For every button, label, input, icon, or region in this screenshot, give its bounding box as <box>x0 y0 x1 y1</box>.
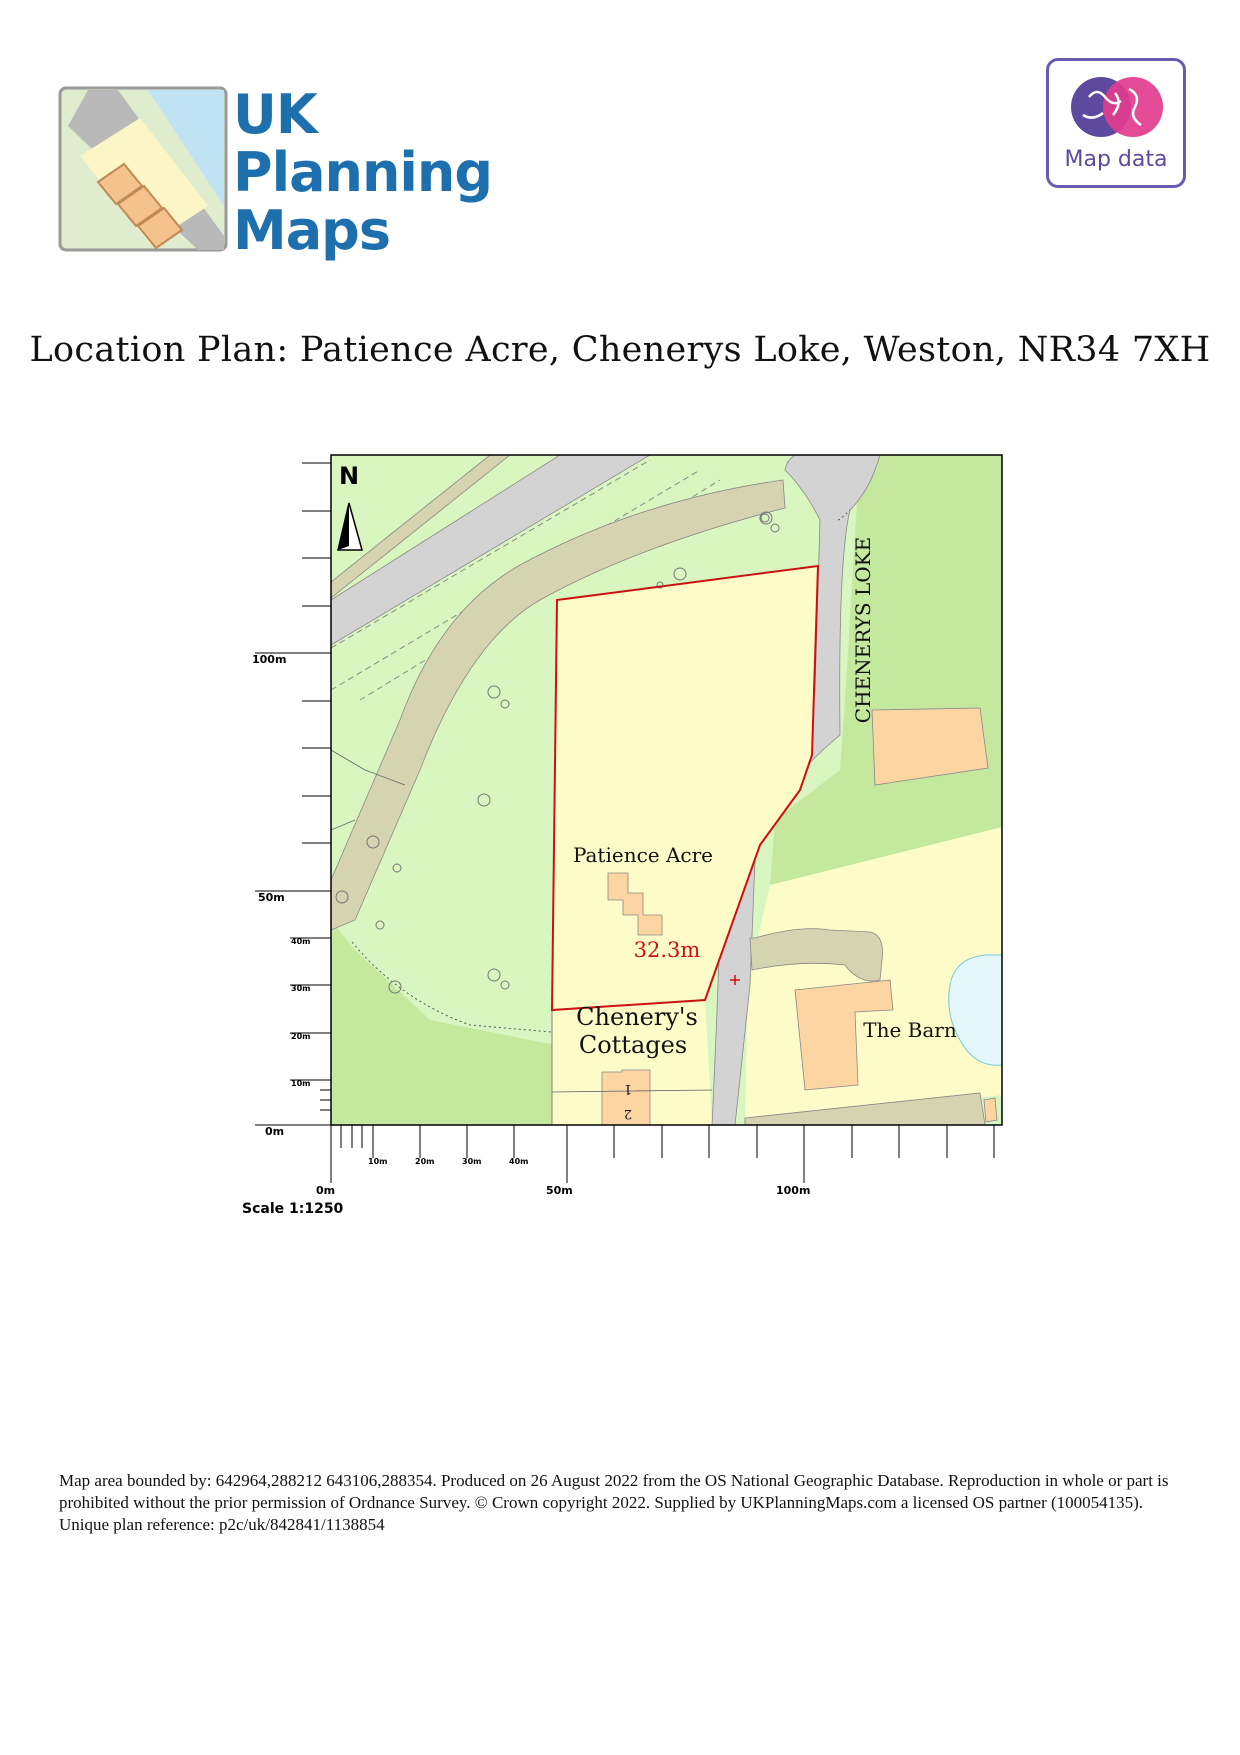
left-label-10m: 10m <box>291 1079 310 1088</box>
map-canvas: N Patience Acre 32.3m CHENERYS LOKE Chen… <box>331 455 1002 1125</box>
logo-wordmark: UK Planning Maps <box>233 83 493 262</box>
dark-grass-sw <box>331 920 555 1125</box>
os-map-data-badge: Map data <box>1046 58 1186 188</box>
left-label-30m: 30m <box>291 984 310 993</box>
left-label-0m: 0m <box>265 1125 284 1138</box>
building-small-se <box>983 1097 998 1123</box>
south-track <box>744 1092 986 1125</box>
main-road <box>331 455 651 646</box>
left-scale <box>255 462 331 1126</box>
left-label-100m: 100m <box>252 653 286 666</box>
bottom-scale <box>330 1125 995 1183</box>
plot-boundaries <box>331 749 713 1125</box>
site-boundary <box>550 564 820 1012</box>
os-logo-icon <box>1071 77 1163 137</box>
left-label-50m: 50m <box>258 891 285 904</box>
scale-ratio: Scale 1:1250 <box>242 1201 344 1217</box>
copyright-footer: Map area bounded by: 642964,288212 64310… <box>59 1471 1169 1534</box>
logo-line-1: UK <box>233 83 318 146</box>
north-label: N <box>339 462 359 490</box>
page-title: Location Plan: Patience Acre, Chenerys L… <box>29 330 1211 370</box>
cottages-plot <box>552 1000 712 1125</box>
left-label-20m: 20m <box>291 1032 310 1041</box>
bottom-label-0m: 0m <box>316 1184 335 1197</box>
label-house-1: 1 <box>624 1081 632 1096</box>
barn-driveway <box>749 928 883 982</box>
curved-track <box>331 479 786 931</box>
map-frame <box>330 454 1003 1126</box>
left-label-40m: 40m <box>291 937 310 946</box>
bottom-label-100m: 100m <box>776 1184 810 1197</box>
pond <box>948 954 1002 1066</box>
dotted-edges <box>351 509 851 1033</box>
os-badge-label: Map data <box>1064 147 1168 172</box>
logo-line-3: Maps <box>233 199 391 262</box>
left-scale-labels: 100m 50m 40m 30m 20m 10m 0m <box>252 653 310 1138</box>
centre-cross <box>730 975 740 985</box>
bottom-label-20m: 20m <box>415 1157 434 1166</box>
location-map: N Patience Acre 32.3m CHENERYS LOKE Chen… <box>242 454 1003 1217</box>
north-arrow-fill <box>338 503 349 550</box>
verge-strip <box>331 455 511 599</box>
uk-planning-maps-logo: UK Planning Maps <box>58 86 493 266</box>
label-cottages-line2: Cottages <box>579 1031 687 1059</box>
label-cottages-line1: Chenery's <box>576 1003 698 1031</box>
label-measurement: 32.3m <box>634 938 701 962</box>
building-cottages <box>601 1069 651 1125</box>
label-patience-acre: Patience Acre <box>573 843 713 867</box>
bottom-label-50m: 50m <box>546 1184 573 1197</box>
logo-map-icon <box>58 86 228 252</box>
bottom-label-40m: 40m <box>509 1157 528 1166</box>
building-north-east <box>871 707 989 786</box>
bottom-label-10m: 10m <box>368 1157 387 1166</box>
label-chenerys-loke: CHENERYS LOKE <box>851 537 875 723</box>
bottom-label-30m: 30m <box>462 1157 481 1166</box>
label-the-barn: The Barn <box>863 1018 957 1042</box>
building-patience-acre <box>607 872 663 936</box>
building-the-barn <box>794 979 894 1091</box>
label-house-2: 2 <box>624 1106 632 1121</box>
dark-grass-east <box>770 455 1002 885</box>
tree-symbols <box>335 511 780 994</box>
bottom-scale-labels: 10m 20m 30m 40m 0m 50m 100m Scale 1:1250 <box>242 1157 810 1217</box>
logo-line-2: Planning <box>233 141 493 204</box>
